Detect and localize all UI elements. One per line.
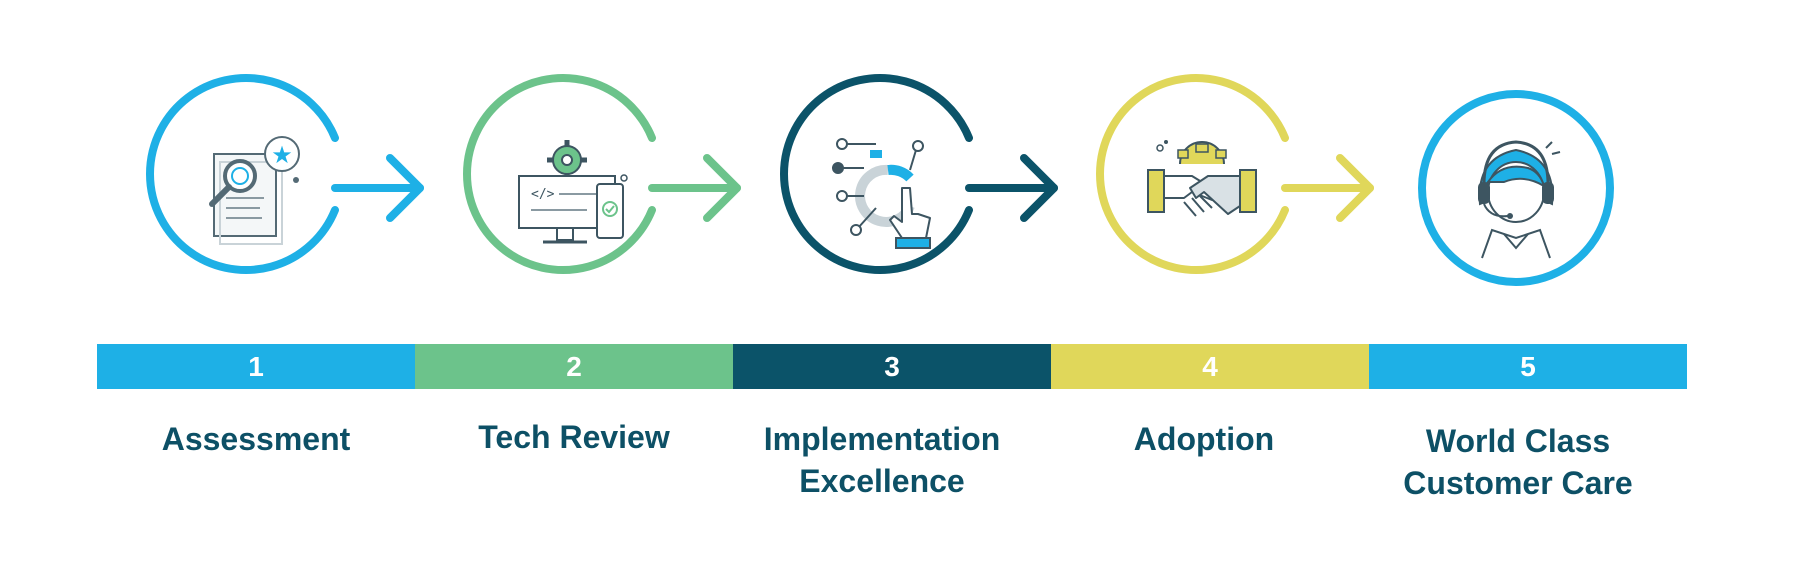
step-3-label: Implementation Excellence bbox=[763, 421, 1001, 499]
step-3-number: 3 bbox=[884, 350, 900, 382]
step-5-number: 5 bbox=[1520, 350, 1536, 382]
step-1-label: Assessment bbox=[161, 421, 351, 457]
step-2-label: Tech Review bbox=[478, 419, 670, 455]
step-3-number-bar: 3 bbox=[733, 344, 1051, 389]
step-1-number-bar: 1 bbox=[97, 344, 415, 389]
step-4-label: Adoption bbox=[1133, 421, 1275, 457]
step-1-number: 1 bbox=[248, 350, 264, 382]
step-2-number: 2 bbox=[566, 350, 582, 382]
step-3-implementation-icon bbox=[780, 74, 1058, 274]
step-5-number-bar: 5 bbox=[1369, 344, 1687, 389]
svg-text:</>: </> bbox=[531, 187, 555, 202]
svg-text:★: ★ bbox=[271, 141, 293, 169]
step-5-label: World Class Customer Care bbox=[1403, 423, 1633, 501]
step-1-assessment-icon: ★ bbox=[146, 74, 424, 274]
step-4-number: 4 bbox=[1202, 350, 1218, 382]
step-4-adoption-icon bbox=[1096, 74, 1374, 274]
step-2-number-bar: 2 bbox=[415, 344, 733, 389]
step-2-tech-review-icon: </> bbox=[463, 74, 741, 274]
step-4-number-bar: 4 bbox=[1051, 344, 1369, 389]
step-5-customer-care-icon bbox=[1418, 90, 1614, 286]
